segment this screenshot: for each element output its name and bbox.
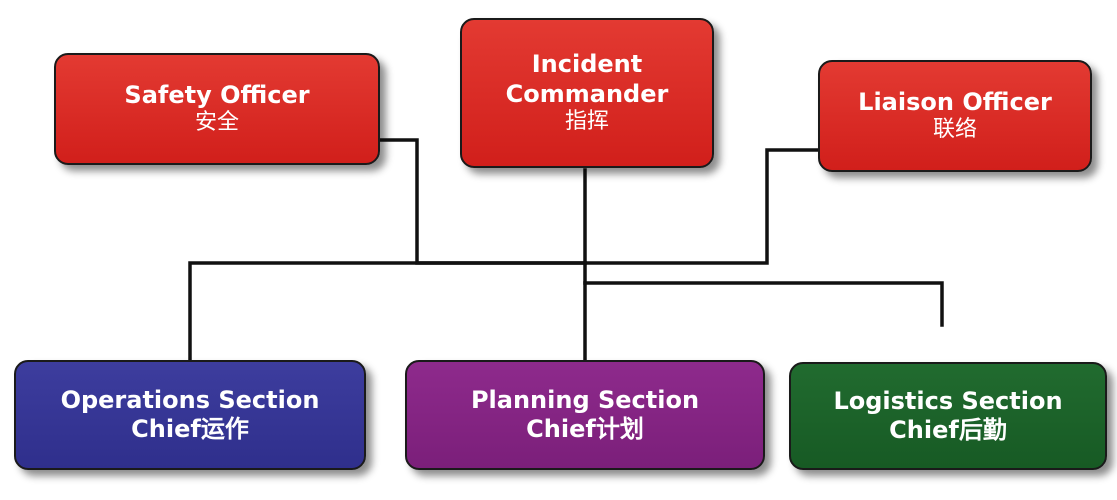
planning-title-line2: Chief计划 bbox=[526, 415, 644, 443]
connector-logistics bbox=[583, 281, 944, 327]
safety-officer-title: Safety Officer bbox=[124, 80, 310, 109]
node-logistics-section-chief: Logistics Section Chief后勤 bbox=[789, 362, 1107, 470]
node-safety-officer: Safety Officer 安全 bbox=[54, 53, 380, 165]
node-liaison-officer: Liaison Officer 联络 bbox=[818, 60, 1092, 172]
safety-officer-subtitle: 安全 bbox=[194, 110, 239, 136]
operations-title-line1: Operations Section bbox=[60, 385, 320, 414]
incident-commander-subtitle: 指挥 bbox=[564, 108, 609, 134]
node-planning-section-chief: Planning Section Chief计划 bbox=[405, 360, 765, 470]
connector-operations bbox=[188, 261, 587, 362]
liaison-officer-title: Liaison Officer bbox=[858, 87, 1052, 116]
node-operations-section-chief: Operations Section Chief运作 bbox=[14, 360, 366, 470]
planning-title-line1: Planning Section bbox=[470, 385, 700, 414]
connector-liaison bbox=[583, 148, 820, 265]
incident-commander-title-line2: Commander bbox=[505, 79, 669, 108]
incident-commander-title-line1: Incident bbox=[531, 50, 643, 79]
logistics-title-line2: Chief后勤 bbox=[889, 416, 1007, 444]
liaison-officer-subtitle: 联络 bbox=[932, 117, 977, 143]
logistics-title-line1: Logistics Section bbox=[833, 386, 1063, 415]
node-incident-commander: Incident Commander 指挥 bbox=[460, 18, 714, 168]
operations-title-line2: Chief运作 bbox=[131, 415, 249, 443]
